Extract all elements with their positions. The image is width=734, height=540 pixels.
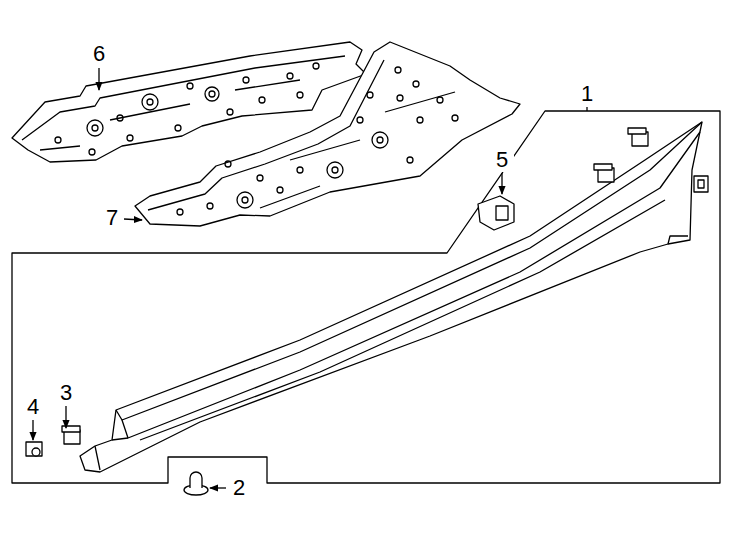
under-cover-rear: [135, 42, 520, 226]
callout-number: 6: [87, 42, 111, 66]
leader-lines: [33, 68, 587, 488]
callout-number: 4: [21, 395, 45, 419]
callout-number: 2: [227, 476, 251, 500]
callout-number: 5: [490, 148, 514, 172]
rocker-molding: [80, 122, 702, 472]
callout-number: 1: [575, 82, 599, 106]
callout-number: 3: [54, 381, 78, 405]
callout-number: 7: [100, 206, 124, 230]
clips: [26, 128, 708, 495]
